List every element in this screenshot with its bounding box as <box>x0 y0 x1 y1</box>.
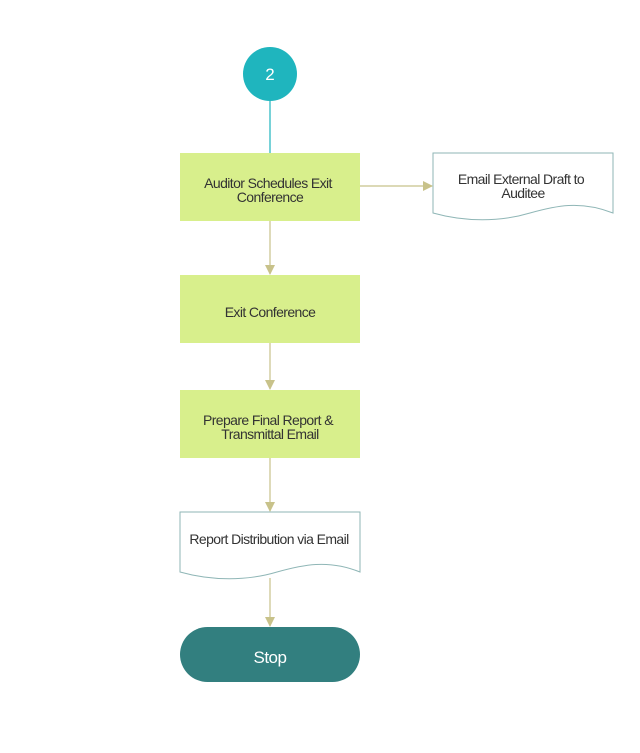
process-step-exit-conference[interactable]: Exit Conference <box>180 275 360 343</box>
document-report-distribution[interactable]: Report Distribution via Email <box>179 511 361 580</box>
document-label: Report Distribution via Email <box>189 531 349 547</box>
terminator-shape <box>180 627 360 682</box>
step-label-line1: Prepare Final Report & <box>203 412 334 428</box>
step-label-line2: Conference <box>237 189 304 205</box>
document-email-draft[interactable]: Email External Draft to Auditee <box>432 152 614 221</box>
process-step-prepare-final[interactable]: Prepare Final Report & Transmittal Email <box>180 390 360 458</box>
process-box <box>180 390 360 458</box>
process-box <box>180 153 360 221</box>
step-label-line1: Auditor Schedules Exit <box>204 175 332 191</box>
connector-circle <box>243 47 297 101</box>
process-step-schedule-exit[interactable]: Auditor Schedules Exit Conference <box>180 153 360 221</box>
document-shape <box>432 152 614 221</box>
document-label-line2: Auditee <box>501 185 545 201</box>
connector-label: 2 <box>265 65 274 84</box>
step-label: Exit Conference <box>225 304 316 320</box>
terminator-stop[interactable]: Stop <box>180 627 360 682</box>
process-box <box>180 275 360 343</box>
step-label-line2: Transmittal Email <box>221 426 319 442</box>
off-page-connector[interactable]: 2 <box>243 47 297 101</box>
document-label-line1: Email External Draft to <box>458 171 585 187</box>
terminator-label: Stop <box>254 648 287 667</box>
document-shape <box>179 511 361 580</box>
